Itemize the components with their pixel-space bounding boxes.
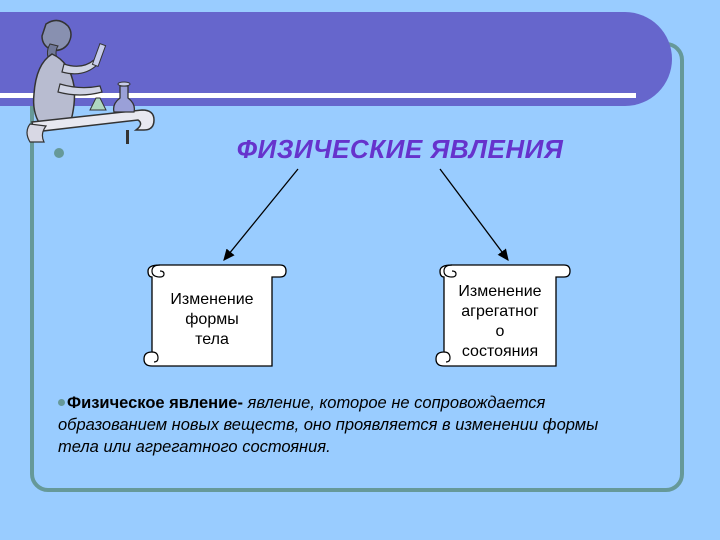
slide-title: ФИЗИЧЕСКИЕ ЯВЛЕНИЯ (236, 134, 564, 164)
banner-underline (0, 93, 636, 98)
scroll-box-state-change: Изменение агрегатног о состояния (432, 262, 580, 368)
definition-bullet-icon (58, 399, 65, 406)
scroll-label-shape-change: Изменение формы тела (170, 291, 254, 348)
flask-icon (112, 85, 136, 113)
scroll-icon (435, 264, 571, 367)
header-banner (0, 12, 672, 106)
definition-paragraph: Физическое явление- явление, которое не … (58, 392, 618, 458)
definition-term: Физическое явление- (67, 394, 243, 412)
scroll-icon (143, 264, 287, 367)
definition-text: явление, которое не сопровождается образ… (58, 394, 599, 456)
arrow-left-icon (223, 168, 299, 262)
scroll-label-state-change: Изменение агрегатног о состояния (458, 283, 542, 360)
arrow-right-icon (439, 168, 509, 262)
title-bullet-icon (54, 148, 64, 158)
chemist-figure-icon (26, 19, 155, 144)
scroll-box-shape-change: Изменение формы тела (140, 262, 288, 368)
